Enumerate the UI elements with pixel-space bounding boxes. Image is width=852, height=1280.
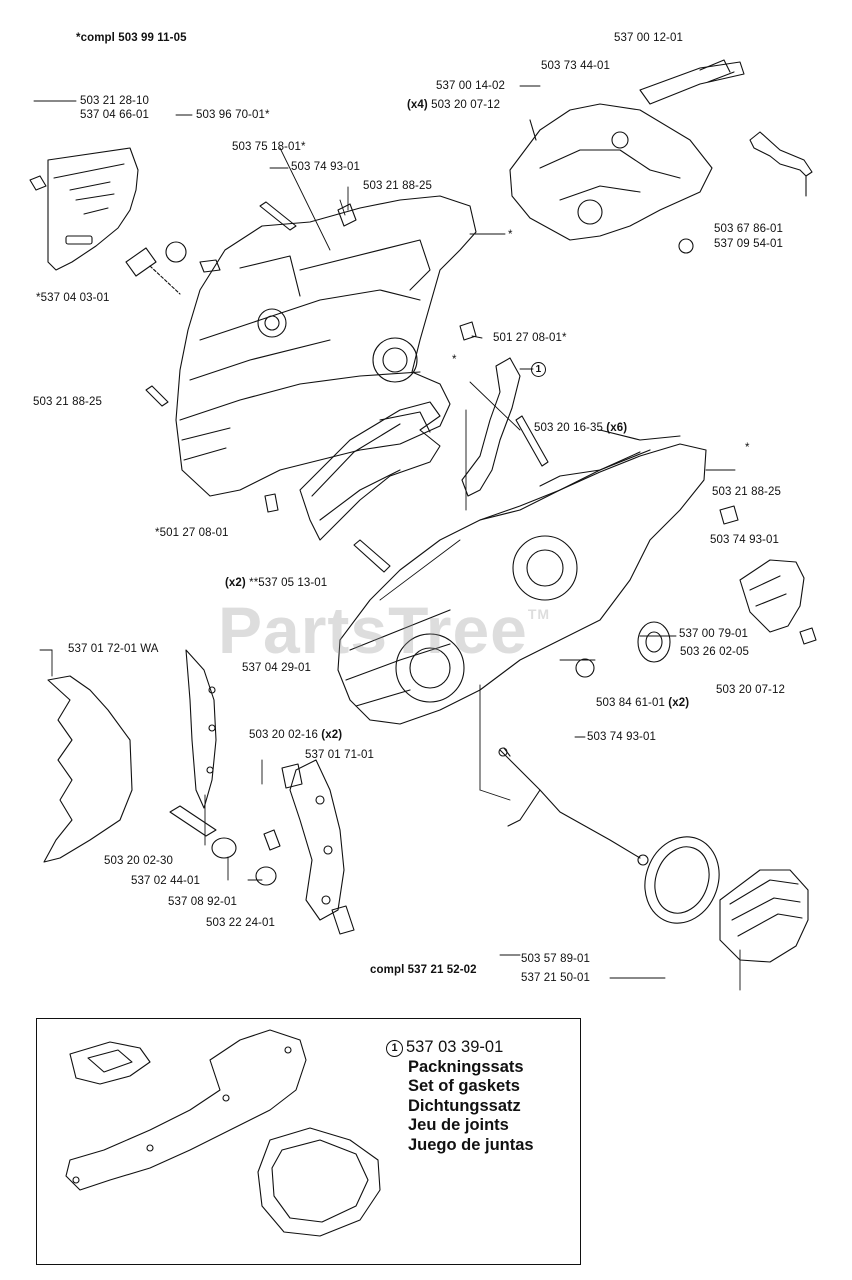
gasket-kit-box: [36, 1018, 581, 1265]
part-label: *: [745, 442, 750, 454]
cable-assembly: [678, 131, 813, 254]
spring-pin: [125, 241, 221, 295]
part-label: 537 01 71-01: [305, 749, 374, 761]
oil-seal: [575, 621, 671, 678]
crankcase-half-right: [337, 429, 707, 725]
part-label: 537 04 66-01: [80, 109, 149, 121]
part-label: 503 20 02-16 (x2): [249, 729, 343, 741]
part-label: 537 09 54-01: [714, 238, 783, 250]
cylinder-cover: [509, 59, 745, 241]
throttle-linkage: [498, 747, 649, 866]
part-label: 537 21 50-01: [521, 972, 590, 984]
part-label: 503 21 88-25: [363, 180, 432, 192]
part-label: *501 27 08-01: [155, 527, 229, 539]
part-label: 537 01 72-01 WA: [68, 643, 159, 655]
air-filter: [644, 836, 809, 963]
part-label: 503 67 86-01: [714, 223, 783, 235]
side-cover: [739, 559, 817, 645]
baffle-plate: [43, 649, 217, 863]
kit-name: Packningssats: [408, 1057, 524, 1076]
part-label: 503 75 18-01*: [232, 141, 306, 153]
part-label: *537 04 03-01: [36, 292, 110, 304]
part-label: *: [452, 354, 457, 366]
part-label: compl 537 21 52-02: [370, 964, 477, 976]
part-label: 503 84 61-01 (x2): [596, 697, 690, 709]
part-label: 537 08 92-01: [168, 896, 237, 908]
leader-lines: [33, 85, 741, 991]
callout-marker: 1: [386, 1040, 403, 1057]
watermark: PartsTreeTM: [218, 593, 551, 667]
part-label: (x4) 503 20 07-12: [407, 99, 501, 111]
part-label: 503 74 93-01: [710, 534, 779, 546]
fasteners-upper: [29, 175, 739, 573]
kit-name: Juego de juntas: [408, 1135, 534, 1154]
part-label: 503 74 93-01: [291, 161, 360, 173]
chain-guard-plate: [47, 147, 139, 271]
part-label: 503 20 02-30: [104, 855, 173, 867]
part-label: *compl 503 99 11-05: [76, 32, 187, 44]
part-label: 503 20 16-35 (x6): [534, 422, 628, 434]
crankcase-half-left: [175, 195, 477, 497]
part-label: 501 27 08-01*: [493, 332, 567, 344]
part-label: 503 96 70-01*: [196, 109, 270, 121]
part-label: 503 57 89-01: [521, 953, 590, 965]
kit-name: Set of gaskets: [408, 1077, 520, 1095]
kit-name: Dichtungssatz: [408, 1096, 521, 1115]
part-label: 503 22 24-01: [206, 917, 275, 929]
part-label: 503 20 07-12: [716, 684, 785, 696]
part-label: 503 21 88-25: [33, 396, 102, 408]
part-label: *: [508, 229, 513, 241]
part-label: 503 21 28-10: [80, 95, 149, 107]
part-label: (x2) **537 05 13-01: [225, 577, 328, 589]
part-label: 537 00 14-02: [436, 80, 505, 92]
gasket-kit-drawing: [65, 1029, 381, 1237]
part-label: 503 21 88-25: [712, 486, 781, 498]
part-label: 503 73 44-01: [541, 60, 610, 72]
part-label: 537 02 44-01: [131, 875, 200, 887]
callout-marker: 1: [531, 362, 546, 377]
mounting-bracket: [169, 759, 355, 935]
gasket: [299, 357, 521, 541]
part-label: 503 26 02-05: [680, 646, 749, 658]
part-label: 503 74 93-01: [587, 731, 656, 743]
part-label: 537 00 12-01: [614, 32, 683, 44]
kit-name: Jeu de joints: [408, 1116, 509, 1134]
part-label: 537 00 79-01: [679, 628, 748, 640]
part-label: 537 04 29-01: [242, 662, 311, 674]
